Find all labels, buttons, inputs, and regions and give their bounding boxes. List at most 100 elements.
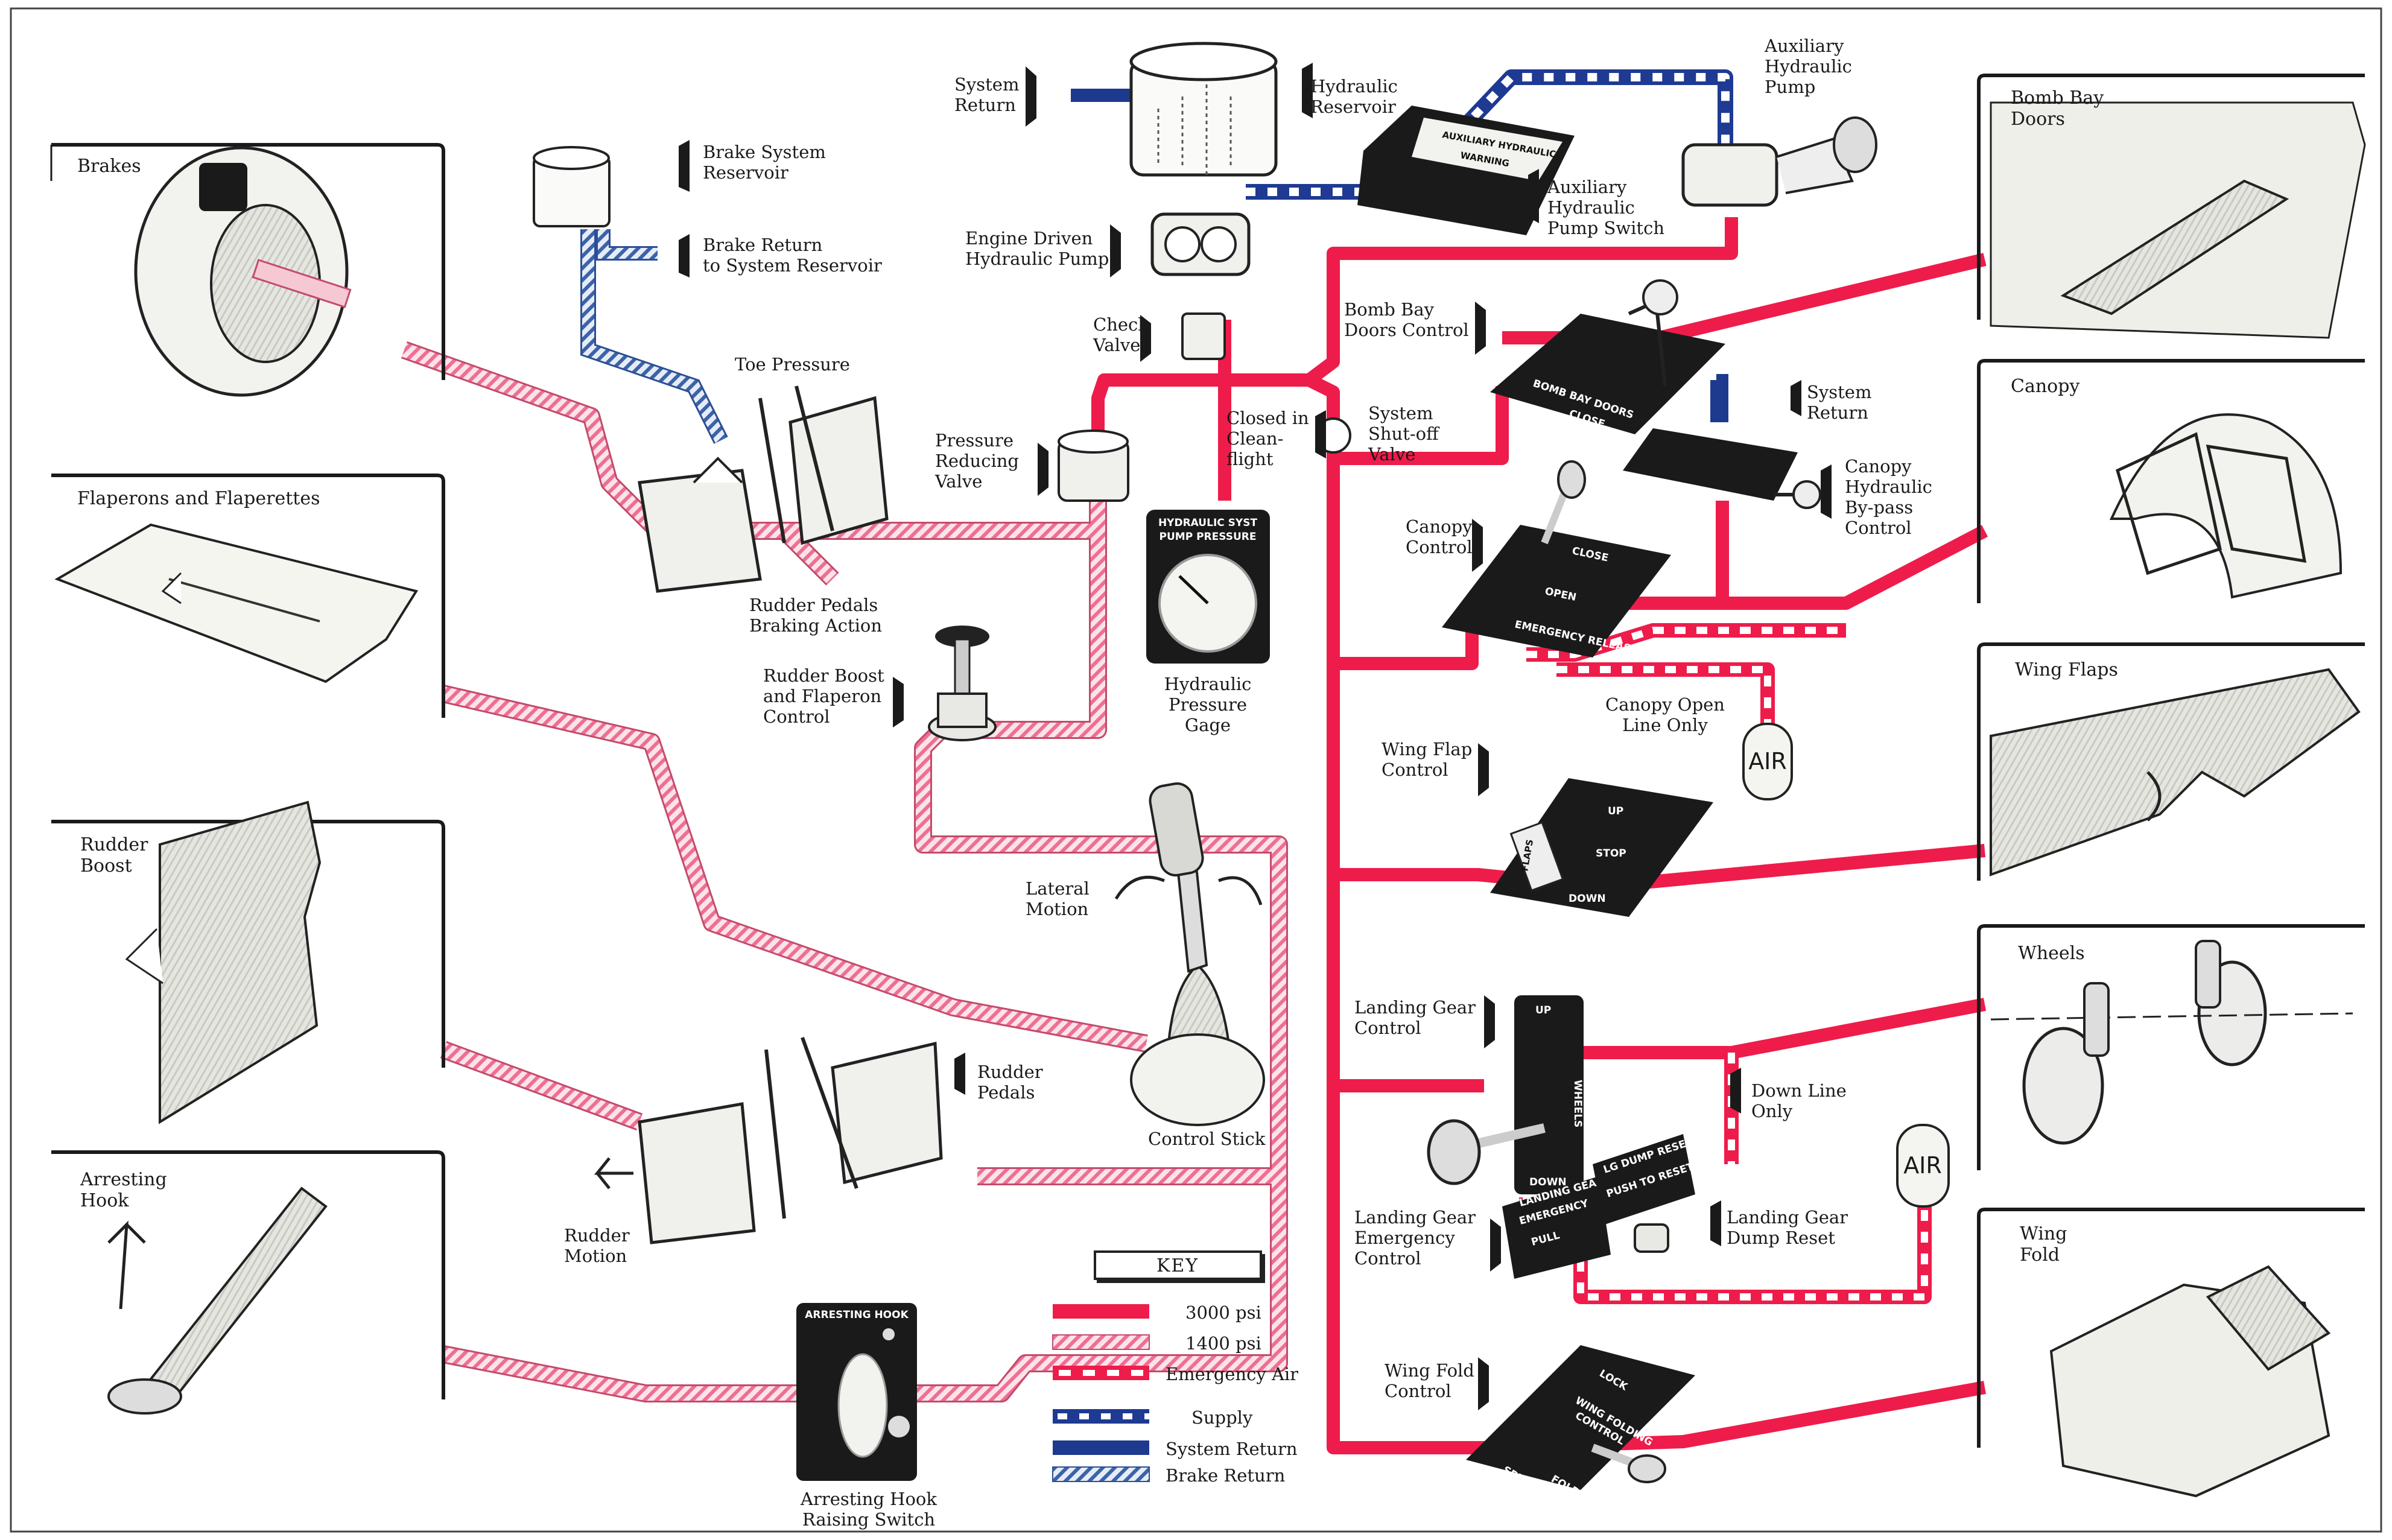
panel-title-rudder-boost-2: Boost (80, 855, 132, 876)
panel-canopy: Canopy (1979, 361, 2365, 603)
label-lateral-motion-1: Lateral (1026, 878, 1090, 899)
panel-title-wing-fold-2: Fold (2020, 1244, 2060, 1266)
panel-title-arresting-hook-1: Arresting (80, 1169, 167, 1190)
label-lg-emergency-3: Control (1354, 1248, 1421, 1269)
label-brake-system-reservoir-2: Reservoir (703, 162, 788, 183)
label-system-return-right-2: Return (1807, 402, 1868, 423)
label-rudder-boost-ctrl-1: Rudder Boost (763, 665, 884, 686)
label-aux-switch-3: Pump Switch (1547, 218, 1664, 238)
auxiliary-pump-placard: AUXILIARY HYDRAULIC WARNING (1357, 106, 1575, 235)
wing-fold-control: LOCK WING FOLDING CONTROL SPREAD FOLD (1466, 1345, 1695, 1499)
label-canopy-open-2: Line Only (1622, 715, 1708, 735)
label-rudder-pedals-2: Pedals (977, 1082, 1035, 1103)
placard-wheels: WHEELS (1572, 1080, 1584, 1127)
label-bomb-bay-ctrl-2: Doors Control (1344, 320, 1469, 340)
label-down-line-1: Down Line (1751, 1080, 1847, 1101)
legend-label-3000psi: 3000 psi (1185, 1302, 1261, 1323)
legend-label-system-return: System Return (1166, 1439, 1298, 1459)
label-engine-pump-1: Engine Driven (965, 228, 1093, 249)
label-arresting-hook-switch-1: Arresting Hook (800, 1489, 937, 1509)
legend-label-emergency-air: Emergency Air (1166, 1364, 1298, 1384)
legend-item-3000psi: 3000 psi (1053, 1302, 1261, 1323)
panel-title-bomb-bay-1: Bomb Bay (2011, 87, 2104, 109)
label-rudder-boost-ctrl-2: and Flaperon (763, 686, 881, 706)
label-canopy-ctrl-1: Canopy (1406, 516, 1473, 537)
label-aux-pump-3: Pump (1765, 77, 1815, 97)
hydraulic-pressure-gage: HYDRAULIC SYST PUMP PRESSURE (1146, 510, 1270, 664)
placard-wheels-up: UP (1535, 1004, 1551, 1016)
panel-brakes: Brakes (51, 145, 443, 395)
label-hydraulic-reservoir-2: Reservoir (1310, 97, 1396, 117)
legend-label-supply: Supply (1191, 1407, 1253, 1428)
panel-title-wing-fold-1: Wing (2020, 1223, 2067, 1244)
legend-item-1400psi: 1400 psi (1053, 1333, 1261, 1354)
label-shutoff-1: System (1368, 403, 1433, 423)
placard-gage-2: PUMP PRESSURE (1160, 531, 1257, 543)
brake-system-reservoir (534, 147, 609, 226)
label-system-return-right-1: System (1807, 382, 1871, 402)
label-rudder-pedals-braking-1: Rudder Pedals (749, 595, 878, 615)
label-system-return-top-2: Return (954, 95, 1016, 115)
panel-title-rudder-boost-1: Rudder (80, 834, 148, 855)
label-closed-in-2: Clean- (1226, 428, 1283, 449)
panel-title-brakes: Brakes (77, 156, 141, 177)
label-wing-fold-ctrl-2: Control (1385, 1381, 1451, 1401)
panel-rudder-boost: Rudder Boost (51, 802, 443, 1122)
label-gage-2: Pressure (1169, 694, 1247, 715)
panel-bomb-bay: Bomb Bay Doors (1979, 75, 2365, 338)
legend-item-system-return: System Return (1053, 1439, 1298, 1459)
label-brake-return-2: to System Reservoir (703, 255, 882, 276)
air-bottle-landing-gear: AIR (1897, 1125, 1949, 1206)
air-label-canopy: AIR (1748, 748, 1787, 775)
air-bottle-canopy: AIR (1743, 724, 1792, 799)
air-label-landing-gear: AIR (1903, 1152, 1942, 1179)
label-canopy-open-1: Canopy Open (1605, 694, 1725, 715)
label-lg-dump-2: Dump Reset (1727, 1228, 1835, 1248)
pressure-reducing-valve (1059, 431, 1128, 501)
label-gage-3: Gage (1185, 715, 1231, 735)
label-rudder-pedals-braking-2: Braking Action (749, 615, 882, 636)
panel-arresting-hook: Arresting Hook (51, 1152, 443, 1413)
label-aux-switch-1: Auxiliary (1547, 177, 1627, 197)
legend-title: KEY (1156, 1255, 1199, 1276)
label-canopy-bypass-2: Hydraulic (1845, 477, 1932, 497)
arresting-hook-switch: ARRESTING HOOK (796, 1303, 917, 1481)
label-down-line-2: Only (1751, 1101, 1793, 1121)
label-landing-gear-ctrl-2: Control (1354, 1018, 1421, 1038)
label-landing-gear-ctrl-1: Landing Gear (1354, 997, 1476, 1018)
label-closed-in-3: flight (1226, 449, 1274, 469)
legend: KEY 3000 psi 1400 psi Emergency Air Supp… (1053, 1252, 1298, 1486)
placard-flaps-down: DOWN (1569, 893, 1606, 905)
label-control-stick: Control Stick (1148, 1129, 1266, 1149)
label-lg-emergency-2: Emergency (1354, 1228, 1455, 1248)
panel-title-wing-flaps: Wing Flaps (2015, 659, 2118, 680)
panel-title-flaperons: Flaperons and Flaperettes (77, 488, 320, 509)
legend-item-brake-return: Brake Return (1053, 1465, 1285, 1486)
legend-label-1400psi: 1400 psi (1185, 1333, 1261, 1354)
label-lg-emergency-1: Landing Gear (1354, 1207, 1476, 1228)
label-shutoff-3: Valve (1368, 444, 1415, 464)
label-lg-dump-1: Landing Gear (1727, 1207, 1848, 1228)
label-lateral-motion-2: Motion (1026, 899, 1088, 919)
rudder-boost-control (929, 626, 995, 740)
panel-title-arresting-hook-2: Hook (80, 1190, 129, 1211)
check-valve (1182, 314, 1225, 359)
label-shutoff-2: Shut-off (1368, 423, 1440, 444)
label-engine-pump-2: Hydraulic Pump (965, 249, 1109, 269)
line-brake-return (588, 229, 721, 440)
label-canopy-bypass-4: Control (1845, 518, 1912, 538)
panel-wheels: Wheels (1979, 926, 2365, 1170)
placard-arresting-hook: ARRESTING HOOK (805, 1309, 909, 1321)
panel-wing-fold: Wing Fold (1979, 1209, 2365, 1496)
label-hydraulic-reservoir-1: Hydraulic (1310, 76, 1398, 97)
label-aux-switch-2: Hydraulic (1547, 197, 1635, 218)
label-toe-pressure: Toe Pressure (735, 354, 850, 375)
label-gage-1: Hydraulic (1164, 674, 1252, 694)
label-brake-return-1: Brake Return (703, 235, 822, 255)
label-canopy-bypass-3: By-pass (1845, 497, 1913, 518)
label-wing-flap-ctrl-1: Wing Flap (1382, 739, 1472, 759)
panel-flaperons: Flaperons and Flaperettes (51, 475, 443, 718)
placard-flaps-stop: STOP (1596, 848, 1626, 860)
